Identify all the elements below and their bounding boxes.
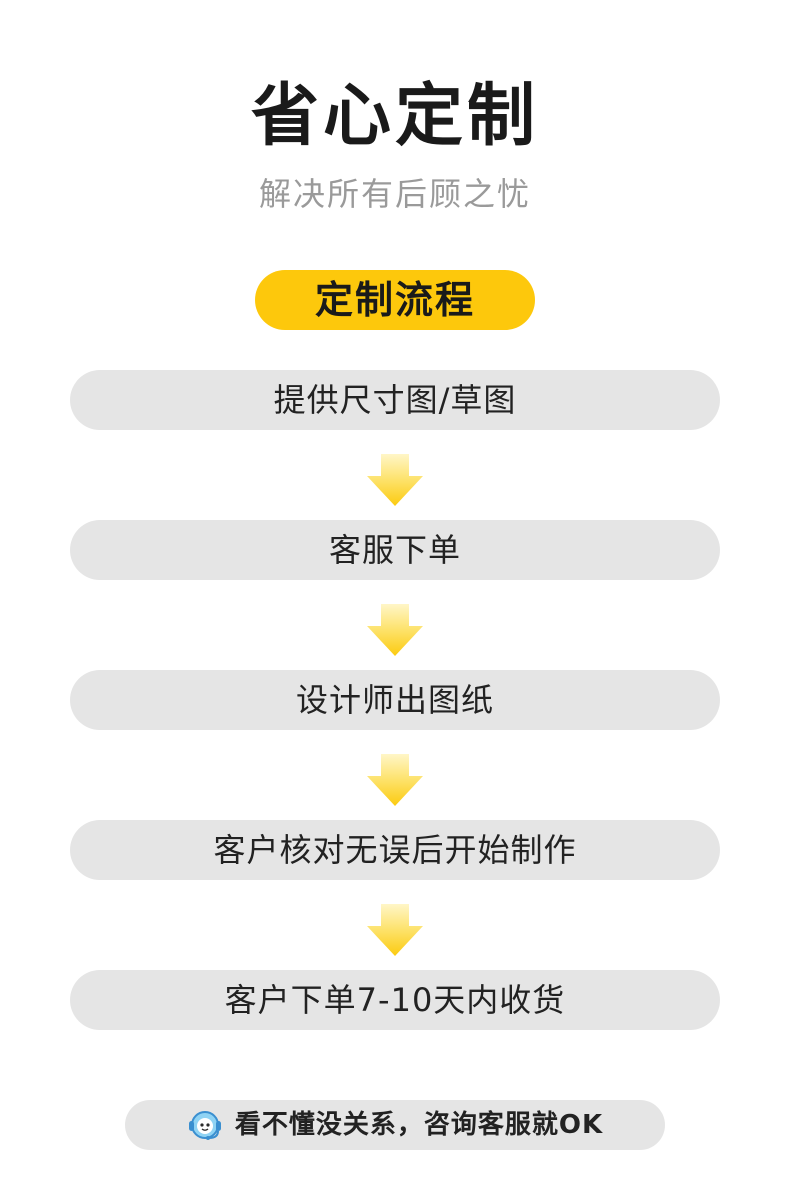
page-title: 省心定制 bbox=[250, 77, 539, 156]
process-step-5: 客户下单7-10天内收货 bbox=[70, 970, 720, 1030]
down-arrow-icon bbox=[367, 604, 423, 656]
process-step-4: 客户核对无误后开始制作 bbox=[70, 820, 720, 880]
down-arrow-icon bbox=[367, 904, 423, 956]
down-arrow-icon bbox=[367, 454, 423, 506]
consult-customer-service-pill[interactable]: 看不懂没关系，咨询客服就OK bbox=[125, 1100, 665, 1150]
process-step-3: 设计师出图纸 bbox=[70, 670, 720, 730]
down-arrow-icon bbox=[367, 754, 423, 806]
process-step-2: 客服下单 bbox=[70, 520, 720, 580]
process-heading-pill: 定制流程 bbox=[255, 270, 535, 330]
page-subtitle: 解决所有后顾之忧 bbox=[258, 175, 531, 213]
customer-service-icon bbox=[188, 1111, 221, 1140]
consult-text: 看不懂没关系，咨询客服就OK bbox=[234, 1110, 604, 1140]
process-step-1: 提供尺寸图/草图 bbox=[70, 370, 720, 430]
